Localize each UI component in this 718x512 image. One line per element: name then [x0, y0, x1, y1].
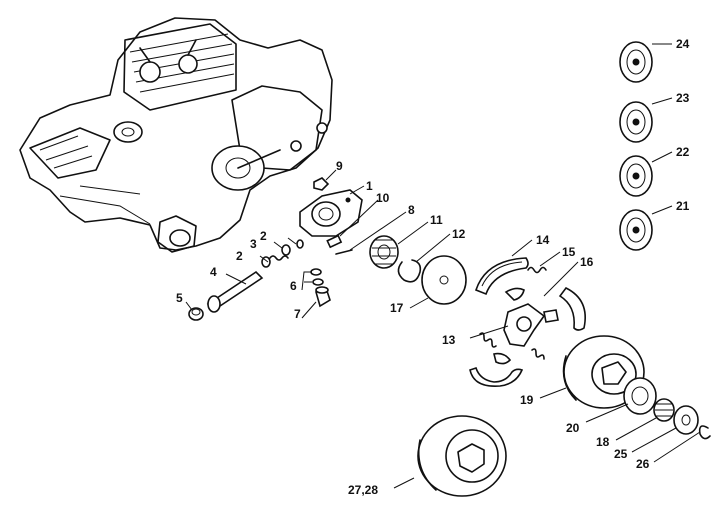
- callout-25: 25: [614, 447, 628, 461]
- clutch-drum-alt: [417, 415, 507, 497]
- callout-2: 2: [260, 229, 267, 243]
- engine-crankcase-assembly: [19, 17, 333, 253]
- rim-sprocket-24: [619, 41, 653, 83]
- leader-lines: [185, 43, 701, 489]
- rim-sprocket-21: [619, 209, 653, 251]
- callout-14: 14: [536, 233, 550, 247]
- callout-18: 18: [596, 435, 610, 449]
- callout-labels: 1 2 2 3 4 5 6 7 8 9 10 11 12 13 14 15 16…: [176, 37, 690, 497]
- callout-15: 15: [562, 245, 576, 259]
- callout-23: 23: [676, 91, 690, 105]
- callout-12: 12: [452, 227, 466, 241]
- callout-21: 21: [676, 199, 690, 213]
- callout-2: 2: [236, 249, 243, 263]
- callout-24: 24: [676, 37, 690, 51]
- callout-6: 6: [290, 279, 297, 293]
- callout-20: 20: [566, 421, 580, 435]
- callout-27-28: 27,28: [348, 483, 378, 497]
- clutch-assembly: [469, 257, 586, 387]
- callout-3: 3: [250, 237, 257, 251]
- callout-22: 22: [676, 145, 690, 159]
- callout-10: 10: [376, 191, 390, 205]
- callout-11: 11: [430, 213, 443, 227]
- callout-8: 8: [408, 203, 415, 217]
- callout-4: 4: [210, 265, 217, 279]
- callout-26: 26: [636, 457, 650, 471]
- callout-13: 13: [442, 333, 456, 347]
- rim-sprocket-23: [619, 101, 653, 143]
- callout-1: 1: [366, 179, 373, 193]
- callout-17: 17: [390, 301, 404, 315]
- callout-5: 5: [176, 291, 183, 305]
- callout-7: 7: [294, 307, 301, 321]
- oil-pump-assembly: [188, 177, 467, 321]
- callout-9: 9: [336, 159, 343, 173]
- callout-16: 16: [580, 255, 594, 269]
- clutch-drum-assembly: [562, 335, 711, 440]
- rim-sprocket-22: [619, 155, 653, 197]
- callout-19: 19: [520, 393, 534, 407]
- rim-sprocket-set: [619, 41, 653, 251]
